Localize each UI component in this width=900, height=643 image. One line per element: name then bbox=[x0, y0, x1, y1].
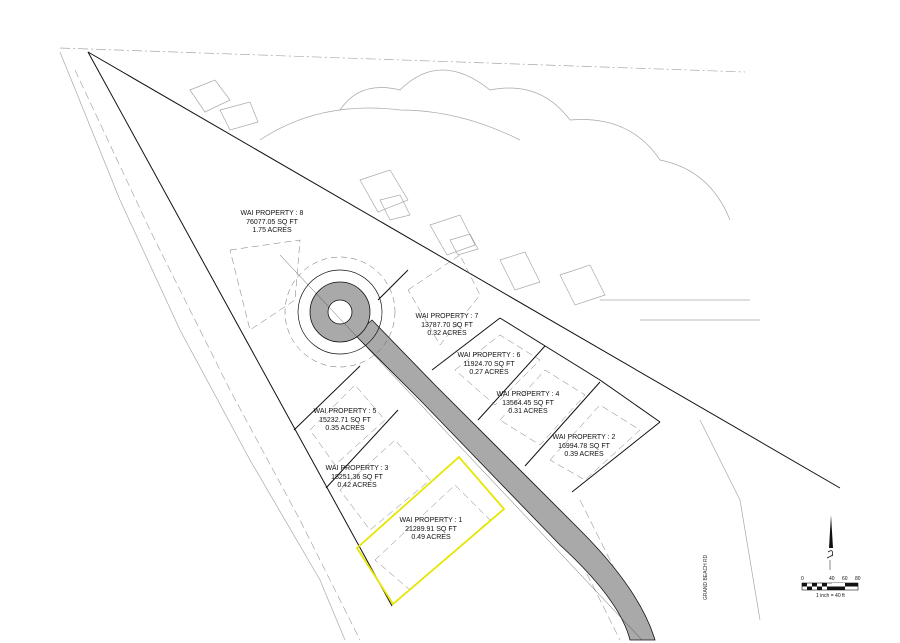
adjacent-lot-line bbox=[699, 419, 761, 621]
house-outline bbox=[359, 169, 411, 221]
property-lines bbox=[87, 51, 841, 607]
lot-acres: 0.31 ACRES bbox=[508, 408, 548, 415]
lot-name: WAI PROPERTY : 7 bbox=[415, 313, 479, 320]
lot-acres: 1.75 ACRES bbox=[252, 227, 292, 234]
north-arrow bbox=[826, 515, 834, 570]
lot-acres: 0.27 ACRES bbox=[469, 369, 509, 376]
scale-tick: 80 bbox=[855, 576, 861, 582]
lot-name: WAI PROPERTY : 2 bbox=[552, 434, 616, 441]
lot-acres: 0.35 ACRES bbox=[325, 425, 365, 432]
lot-name: WAI PROPERTY : 5 bbox=[313, 408, 377, 415]
lot-7-west-line bbox=[377, 269, 409, 301]
house-outline bbox=[499, 251, 541, 291]
lot-5-north-line bbox=[293, 365, 361, 431]
adjacent-lot-line bbox=[600, 299, 760, 321]
road-surface bbox=[354, 319, 656, 641]
lot-acres: 0.49 ACRES bbox=[411, 534, 451, 541]
lot-7-6-line bbox=[431, 317, 501, 371]
house-outline bbox=[189, 79, 259, 131]
lot-area: 21289.91 SQ FT bbox=[405, 525, 457, 533]
east-boundary bbox=[87, 51, 841, 489]
tree-line bbox=[339, 69, 731, 221]
lot-name: WAI PROPERTY : 4 bbox=[496, 391, 560, 398]
left-edge-line bbox=[59, 51, 346, 641]
lot-6-4-2-east-line bbox=[499, 317, 661, 423]
lot-area: 15232.71 SQ FT bbox=[319, 416, 371, 424]
context-features bbox=[59, 47, 761, 641]
west-boundary bbox=[87, 51, 393, 607]
road bbox=[279, 254, 656, 641]
lot-area: 13564.45 SQ FT bbox=[502, 399, 554, 407]
house-outline bbox=[429, 214, 479, 256]
lot-1-highlight[interactable] bbox=[355, 455, 506, 606]
lot-name: WAI PROPERTY : 1 bbox=[399, 517, 463, 524]
lot-5-3-line bbox=[325, 409, 399, 489]
lot-acres: 0.39 ACRES bbox=[564, 451, 604, 458]
lot-acres: 0.32 ACRES bbox=[427, 330, 467, 337]
scale-caption: 1 inch = 40 ft bbox=[816, 593, 845, 599]
lot-area: 16994.78 SQ FT bbox=[558, 442, 610, 450]
lot-area: 76077.05 SQ FT bbox=[246, 218, 298, 226]
house-outline bbox=[559, 264, 606, 306]
lot-acres: 0.42 ACRES bbox=[337, 482, 377, 489]
road-centerline bbox=[279, 254, 643, 641]
lot-4-2-line bbox=[524, 381, 601, 467]
setback-arc bbox=[284, 256, 396, 368]
scale-tick: 60 bbox=[842, 576, 848, 582]
top-reference-line bbox=[59, 47, 746, 73]
right-of-way-line bbox=[297, 269, 383, 355]
driveway-outline bbox=[259, 107, 521, 141]
cul-de-sac-island bbox=[327, 299, 353, 325]
lot-name: WAI PROPERTY : 3 bbox=[325, 465, 389, 472]
lot-6-4-line bbox=[477, 345, 546, 421]
lot-area: 11924.70 SQ FT bbox=[463, 360, 515, 368]
scale-tick: 0 bbox=[801, 576, 804, 582]
lot-area: 18251.36 SQ FT bbox=[331, 473, 383, 481]
lot-2-south-line bbox=[571, 421, 661, 493]
lot-name: WAI PROPERTY : 8 bbox=[240, 210, 304, 217]
street-label: GRAND BEACH RD bbox=[703, 554, 709, 600]
left-setback-line bbox=[74, 69, 361, 641]
lot-area: 13787.70 SQ FT bbox=[421, 321, 473, 329]
scale-tick: 40 bbox=[829, 576, 835, 582]
lot-name: WAI PROPERTY : 6 bbox=[457, 352, 521, 359]
scale-bar bbox=[801, 582, 859, 591]
